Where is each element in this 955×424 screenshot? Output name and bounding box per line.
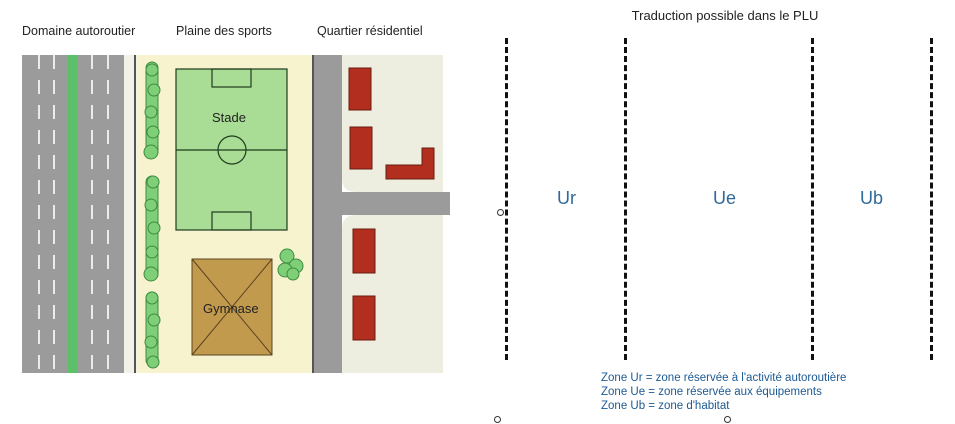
zone-boundary-1: [505, 38, 508, 360]
hedge-bottom: [144, 291, 161, 369]
zone-boundary-4: [930, 38, 933, 360]
stadium-field: [175, 68, 288, 231]
zone-header-residentiel: Quartier résidentiel: [317, 24, 423, 38]
handle-marker-bottom-center[interactable]: [724, 416, 731, 423]
houses: [348, 67, 435, 341]
plu-title: Traduction possible dans le PLU: [631, 8, 819, 23]
site-plan-map: [22, 55, 450, 373]
zone-boundary-3: [811, 38, 814, 360]
handle-marker-left[interactable]: [497, 209, 504, 216]
zone-code-ur: Ur: [557, 188, 576, 208]
zone-header-sports: Plaine des sports: [176, 24, 272, 38]
lane-markings: [38, 55, 109, 373]
highway-edge: [134, 55, 136, 373]
hedge-middle: [143, 175, 161, 282]
legend-line-ub: Zone Ub = zone d'habitat: [601, 400, 730, 412]
gymnasium-building: [191, 258, 273, 356]
zone-legend: Zone Ur = zone réservée à l'activité aut…: [601, 371, 846, 413]
hedge-top: [143, 61, 161, 160]
handle-marker-bottom[interactable]: [494, 416, 501, 423]
zone-header-autoroutier: Domaine autoroutier: [22, 24, 136, 38]
legend-line-ur: Zone Ur = zone réservée à l'activité aut…: [601, 372, 847, 384]
legend-line-ue: Zone Ue = zone réservée aux équipements: [601, 386, 822, 398]
zone-code-ue: Ue: [713, 188, 737, 208]
gymnasium-label: Gymnase: [203, 301, 259, 316]
zone-code-ub: Ub: [860, 188, 884, 208]
tree-cluster: [277, 248, 304, 281]
zone-boundary-2: [624, 38, 627, 360]
stadium-label: Stade: [212, 110, 246, 125]
residential-road: [312, 55, 450, 373]
highway-median: [68, 55, 77, 373]
